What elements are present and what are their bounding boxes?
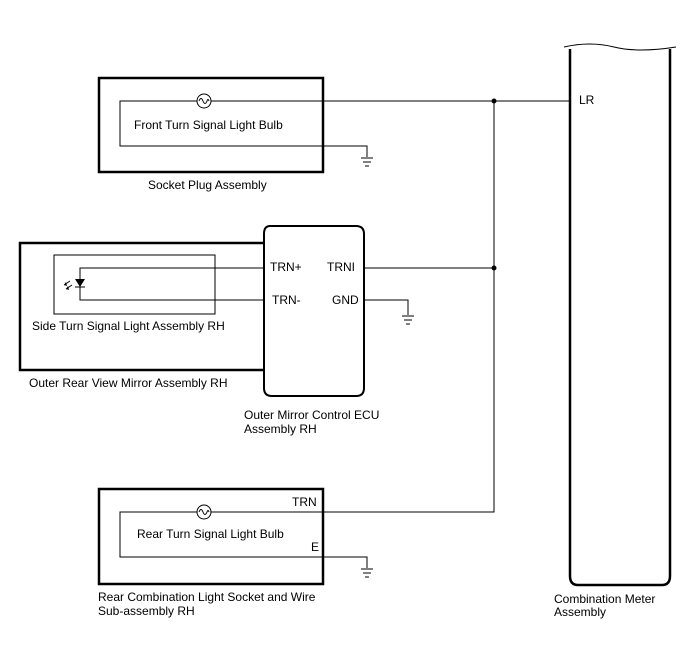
ecu-label-line1: Outer Mirror Control ECU xyxy=(244,408,379,422)
combination-meter: LR Combination Meter Assembly xyxy=(554,43,677,619)
pin-gnd: GND xyxy=(332,293,359,307)
ecu-label-line2: Assembly RH xyxy=(244,422,317,436)
socket-plug-assembly: Socket Plug Assembly Front Turn Signal L… xyxy=(97,76,570,192)
side-assembly-label: Side Turn Signal Light Assembly RH xyxy=(32,319,225,333)
bulb-icon xyxy=(196,93,212,109)
pin-trni: TRNI xyxy=(327,260,355,274)
junction-dot xyxy=(491,98,497,104)
front-bulb-label: Front Turn Signal Light Bulb xyxy=(134,118,283,132)
socket-plug-label: Socket Plug Assembly xyxy=(148,178,267,192)
ground-icon xyxy=(402,315,414,325)
outer-mirror-ecu: TRN+ TRN- TRNI GND Outer Mirror Control … xyxy=(244,225,379,436)
ground-icon xyxy=(361,157,373,167)
outer-mirror-assembly: Outer Rear View Mirror Assembly RH Side … xyxy=(18,241,272,390)
led-icon xyxy=(63,279,85,290)
meter-label-line2: Assembly xyxy=(554,605,606,619)
pin-e: E xyxy=(311,540,319,554)
trn-bus-wire xyxy=(324,101,495,513)
pin-trn: TRN xyxy=(292,495,317,509)
mirror-assembly-label: Outer Rear View Mirror Assembly RH xyxy=(29,376,228,390)
rear-bulb-label: Rear Turn Signal Light Bulb xyxy=(137,527,284,541)
pin-lr: LR xyxy=(579,93,595,107)
ground-icon xyxy=(361,568,373,578)
pin-trn-minus: TRN- xyxy=(272,293,301,307)
meter-label-line1: Combination Meter xyxy=(554,592,655,606)
bulb-icon xyxy=(196,504,212,520)
rear-combination-socket: TRN E Rear Turn Signal Light Bulb Rear C… xyxy=(97,487,373,618)
rear-socket-label-line1: Rear Combination Light Socket and Wire xyxy=(98,590,316,604)
rear-socket-label-line2: Sub-assembly RH xyxy=(98,604,195,618)
pin-trn-plus: TRN+ xyxy=(270,260,302,274)
